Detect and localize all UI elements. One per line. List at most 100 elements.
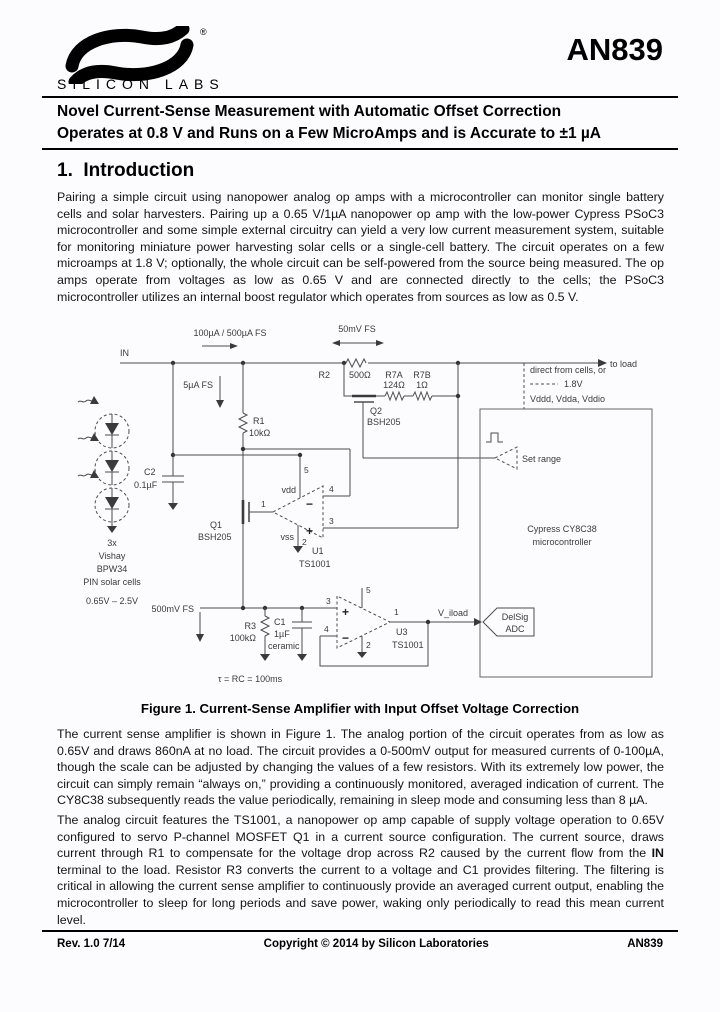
fs-500mv-label: 500mV FS — [151, 604, 194, 614]
u1-pin5-label: 5 — [304, 465, 309, 475]
tau-label: τ = RC = 100ms — [218, 674, 283, 684]
c2-value-label: 0.1µF — [134, 480, 158, 490]
registered-trademark: ® — [200, 27, 207, 37]
r7b-name-label: R7B — [413, 370, 431, 380]
u1-opamp-triangle — [271, 485, 324, 539]
silicon-labs-swirl-logo — [65, 26, 194, 84]
adc-label-line1: DelSig — [502, 612, 529, 622]
full-scale-annotations: 100µA / 500µA FS 50mV FS R2 500Ω — [194, 324, 384, 380]
u3-name-label: U3 — [396, 627, 408, 637]
ground-symbol — [357, 652, 367, 658]
resistor-r7b — [412, 390, 433, 402]
r1-branch: R1 10kΩ 5µA FS — [183, 363, 271, 500]
c1-name-label: C1 — [274, 617, 286, 627]
u3-part-label: TS1001 — [392, 640, 424, 650]
supply-note-line1: direct from cells, or — [530, 365, 606, 375]
u1-pin2-label: 2 — [302, 537, 307, 547]
intro-paragraph: Pairing a simple circuit using nanopower… — [57, 190, 664, 304]
to-load-arrowhead — [598, 359, 607, 367]
u3-minus-sign: − — [342, 631, 349, 645]
r3-value-label: 100kΩ — [230, 633, 257, 643]
body-paragraph-2: The current sense amplifier is shown in … — [57, 727, 664, 808]
u1-input-wires — [173, 446, 351, 498]
figure1-caption: Figure 1. Current-Sense Amplifier with I… — [140, 701, 580, 716]
q1-name-label: Q1 — [210, 520, 222, 530]
supply-note-line2: 1.8V — [564, 379, 583, 389]
c2-decoupling-branch: C2 0.1µF — [134, 363, 184, 510]
solar-part-label: BPW34 — [97, 564, 128, 574]
footer-doc-number: AN839 — [627, 938, 663, 950]
u3-plus-sign: + — [342, 605, 349, 619]
r2-name-label: R2 — [318, 370, 330, 380]
r2-value-label: 500Ω — [349, 370, 371, 380]
q1-mosfet: Q1 BSH205 — [198, 500, 273, 542]
u3-opamp: + − 3 4 5 2 1 U3 TS1001 V_iload — [319, 585, 482, 667]
u1-opamp: − + vdd vss 5 1 4 3 2 U1 TS1001 — [261, 465, 458, 569]
u3-pin5-label: 5 — [366, 585, 371, 595]
ground-symbol — [107, 526, 117, 533]
logo-wordmark: SILICON LABS — [57, 76, 225, 92]
solar-qty-label: 3x — [107, 538, 117, 548]
doc-title: Novel Current-Sense Measurement with Aut… — [57, 101, 669, 145]
footer-rule — [42, 930, 678, 932]
to-load-label: to load — [610, 359, 637, 369]
u1-pin4-label: 4 — [329, 484, 334, 494]
u3-pin2-label: 2 — [366, 640, 371, 650]
delsig-adc-port — [482, 607, 535, 637]
adc-input-arrowhead — [474, 618, 482, 626]
para3-in-terminal-bold: IN — [651, 846, 664, 861]
ground-symbol — [260, 654, 270, 661]
c1-note-label: ceramic — [268, 641, 300, 651]
q1-part-label: BSH205 — [198, 532, 232, 542]
set-range-buffer — [493, 446, 518, 470]
main-current-rail: IN to load — [120, 348, 637, 369]
q2-range-branch: R7A 124Ω R7B 1Ω Q2 BSH205 — [343, 363, 461, 528]
header-rule-bottom — [42, 148, 678, 150]
u1-part-label: TS1001 — [299, 559, 331, 569]
solar-desc-label: PIN solar cells — [83, 577, 141, 587]
ground-symbol — [293, 546, 303, 553]
mcu-name-label: Cypress CY8C38 — [527, 524, 597, 534]
solar-voltage-range-label: 0.65V – 2.5V — [86, 596, 138, 606]
in-terminal-label: IN — [120, 348, 129, 358]
resistor-r3 — [259, 615, 271, 637]
c1-value-label: 1µF — [274, 629, 290, 639]
r7a-name-label: R7A — [385, 370, 403, 380]
section-heading: 1. Introduction — [57, 160, 195, 181]
r1-value-label: 10kΩ — [249, 428, 271, 438]
set-range-control: Set range — [363, 432, 561, 470]
resistor-r7a — [384, 390, 405, 402]
u3-pin4-label: 4 — [324, 624, 329, 634]
microcontroller-block: Cypress CY8C38 microcontroller DelSig AD… — [479, 408, 653, 678]
supply-note: direct from cells, or 1.8V Vddd, Vdda, V… — [523, 363, 606, 409]
resistor-r2 — [345, 357, 367, 369]
para3-text-pre: The analog circuit features the TS1001, … — [57, 813, 664, 861]
v-iload-label: V_iload — [438, 608, 468, 618]
r1-name-label: R1 — [253, 416, 265, 426]
footer: Rev. 1.0 7/14 Copyright © 2014 by Silico… — [57, 938, 663, 950]
light-ray-arrows — [77, 396, 99, 478]
u3-pin3-label: 3 — [326, 596, 331, 606]
u3-pin1-label: 1 — [394, 607, 399, 617]
fs-main-label: 100µA / 500µA FS — [194, 328, 267, 338]
r7a-value-label: 124Ω — [383, 380, 405, 390]
header-rule-top — [42, 96, 678, 98]
adc-label-line2: ADC — [505, 624, 525, 634]
q2-part-label: BSH205 — [367, 417, 401, 427]
body-paragraph-3: The analog circuit features the TS1001, … — [57, 812, 664, 928]
capacitor-c2 — [162, 363, 184, 503]
r7b-value-label: 1Ω — [416, 380, 428, 390]
u1-pin1-label: 1 — [261, 499, 266, 509]
footer-copyright: Copyright © 2014 by Silicon Laboratories — [263, 938, 489, 950]
doc-title-line2: Operates at 0.8 V and Runs on a Few Micr… — [57, 125, 601, 142]
u1-pin3-label: 3 — [329, 516, 334, 526]
resistor-r1 — [237, 412, 249, 434]
supply-note-line3: Vddd, Vdda, Vddio — [530, 394, 605, 404]
para3-text-post: terminal to the load. Resistor R3 conver… — [57, 862, 664, 927]
capacitor-c1 — [292, 608, 312, 654]
r3-name-label: R3 — [244, 621, 256, 631]
fs-5ua-label: 5µA FS — [183, 380, 213, 390]
u1-name-label: U1 — [312, 546, 324, 556]
set-range-label: Set range — [522, 454, 561, 464]
